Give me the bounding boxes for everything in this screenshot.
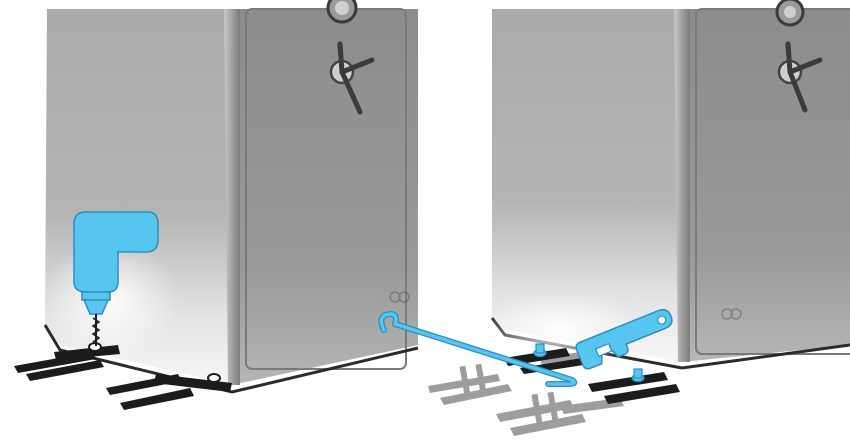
safe-side-face bbox=[230, 9, 418, 385]
safe-side-face bbox=[680, 9, 850, 362]
bolt-hole-icon bbox=[208, 374, 220, 382]
combination-dial-icon bbox=[777, 0, 803, 25]
left-safe-panel bbox=[14, 0, 418, 410]
combination-dial-icon bbox=[328, 0, 356, 22]
right-safe-panel bbox=[428, 0, 850, 436]
